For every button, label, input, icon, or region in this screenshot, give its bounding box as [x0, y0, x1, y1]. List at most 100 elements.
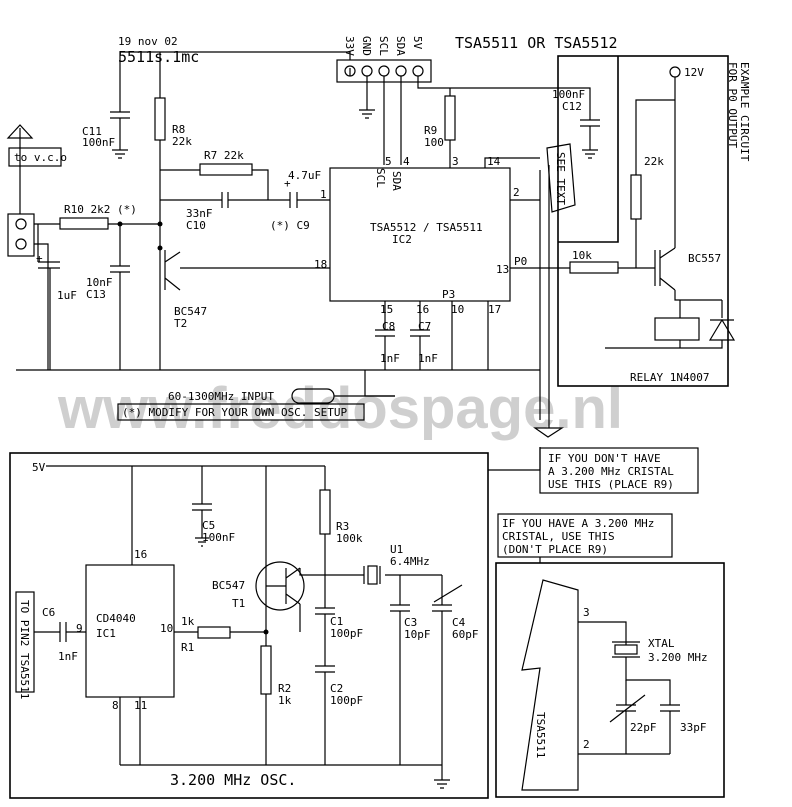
c9-value: 4.7uF: [288, 169, 321, 182]
plus-sign: +: [284, 177, 291, 190]
c8-label: C8: [382, 320, 395, 333]
c3-label: C3: [404, 616, 417, 629]
xtal-value: 3.200 MHz: [648, 651, 708, 664]
r10-label: R10 2k2 (*): [64, 203, 137, 216]
modify-note: (*) MODIFY FOR YOUR OWN OSC. SETUP: [122, 406, 348, 419]
pin-1: 1: [320, 188, 327, 201]
p0-label: P0: [514, 255, 527, 268]
ic1-name: CD4040: [96, 612, 136, 625]
c10-value: 33nF: [186, 207, 213, 220]
t2-label: T2: [174, 317, 187, 330]
c4-label: C4: [452, 616, 466, 629]
to-vco-box: [8, 147, 62, 167]
ic2-ref: IC2: [392, 233, 412, 246]
ic2-name: TSA5512 / TSA5511: [370, 221, 483, 234]
c10-label: C10: [186, 219, 206, 232]
r1-resistor: [197, 626, 231, 639]
c1uf-label: 1uF: [57, 289, 77, 302]
pin-3: 3: [452, 155, 459, 168]
file-label: 5511s.1mc: [118, 48, 199, 66]
pin-17: 17: [488, 303, 501, 316]
c33pf-label: 33pF: [680, 721, 707, 734]
date-label: 19 nov 02: [118, 35, 178, 48]
c5-value: 100nF: [202, 531, 235, 544]
t2-type: BC547: [174, 305, 207, 318]
ic1-box: [85, 564, 175, 698]
c3-value: 10pF: [404, 628, 431, 641]
pin-header-connector: 33V GND SCL SDA 5V: [336, 36, 432, 83]
xtal-pin-2: 2: [583, 738, 590, 751]
pin-16: 16: [416, 303, 429, 316]
connector-pin-label: 5V: [411, 36, 424, 50]
modify-note-box: [117, 403, 365, 421]
r9-label: R9: [424, 124, 437, 137]
c5-label: C5: [202, 519, 215, 532]
connector-pin-label: SCL: [377, 36, 390, 56]
relay-coil: [654, 317, 700, 341]
osc-title: 3.200 MHz OSC.: [170, 771, 296, 789]
pin-8: 8: [112, 699, 119, 712]
title-label: TSA5511 OR TSA5512: [455, 34, 618, 52]
rf-input-connector: [291, 388, 395, 404]
supply-12v-label: 12V: [684, 66, 704, 79]
r10k-resistor: [569, 261, 619, 274]
connector-pin-label: SDA: [394, 36, 407, 56]
c1-label: C1: [330, 615, 343, 628]
rf-input-label: 60-1300MHz INPUT: [168, 390, 274, 403]
scl-pin-label: SCL: [374, 168, 387, 188]
pin-14: 14: [487, 155, 501, 168]
r8-resistor: [154, 97, 166, 141]
ic2-box: [329, 167, 511, 302]
to-vco-label: to v.c.o: [14, 151, 67, 164]
example-title-1: EXAMPLE CIRCUIT: [738, 62, 751, 162]
c12-label: C12: [562, 100, 582, 113]
r3-resistor: [319, 489, 331, 535]
c12-value: 100nF: [552, 88, 585, 101]
t1-transistor: [255, 561, 305, 611]
r2-label: R2: [278, 682, 291, 695]
r22k-label: 22k: [644, 155, 664, 168]
c13-value: 10nF: [86, 276, 113, 289]
r7-label: R7 22k: [204, 149, 244, 162]
r10k-label: 10k: [572, 249, 592, 262]
c11-value: 100nF: [82, 136, 115, 149]
c6-label: C6: [42, 606, 55, 619]
r8-value: 22k: [172, 135, 192, 148]
u1-value: 6.4MHz: [390, 555, 430, 568]
connector-pin-label: 33V: [343, 36, 356, 56]
plus-sign-2: +: [36, 252, 43, 265]
u1-crystal: [367, 565, 378, 585]
r10-resistor: [59, 217, 109, 230]
crystal-have-line3: (DON'T PLACE R9): [502, 543, 608, 556]
t1-label: T1: [232, 597, 245, 610]
pin-11: 11: [134, 699, 147, 712]
supply-5v-label: 5V: [32, 461, 46, 474]
pin-13: 13: [496, 263, 509, 276]
xtal-crystal: [614, 644, 638, 655]
r1-label: R1: [181, 641, 194, 654]
to-pin2-label: TO PIN2 TSA5511: [18, 600, 31, 699]
watermark: www.freddospage.nl: [57, 376, 623, 441]
pin-10: 10: [451, 303, 464, 316]
relay-label: RELAY 1N4007: [630, 371, 709, 384]
crystal-have-line1: IF YOU HAVE A 3.200 MHz: [502, 517, 654, 530]
u1-label: U1: [390, 543, 403, 556]
relay-example-frame: [557, 55, 729, 387]
xtal-pin-3: 3: [583, 606, 590, 619]
c22pf-label: 22pF: [630, 721, 657, 734]
r3-value: 100k: [336, 532, 363, 545]
pin-2: 2: [513, 186, 520, 199]
r7-resistor: [199, 163, 253, 176]
r9-value: 100: [424, 136, 444, 149]
pin-9: 9: [76, 622, 83, 635]
tsa5511-partial-label: TSA5511: [534, 712, 547, 758]
pin-15: 15: [380, 303, 393, 316]
c13-label: C13: [86, 288, 106, 301]
c7-value: 1nF: [418, 352, 438, 365]
sda-pin-label: SDA: [390, 171, 403, 191]
supply-12v-terminal: [669, 66, 681, 78]
pin-10b: 10: [160, 622, 173, 635]
svg-text:SEE TEXT: SEE TEXT: [554, 152, 567, 205]
